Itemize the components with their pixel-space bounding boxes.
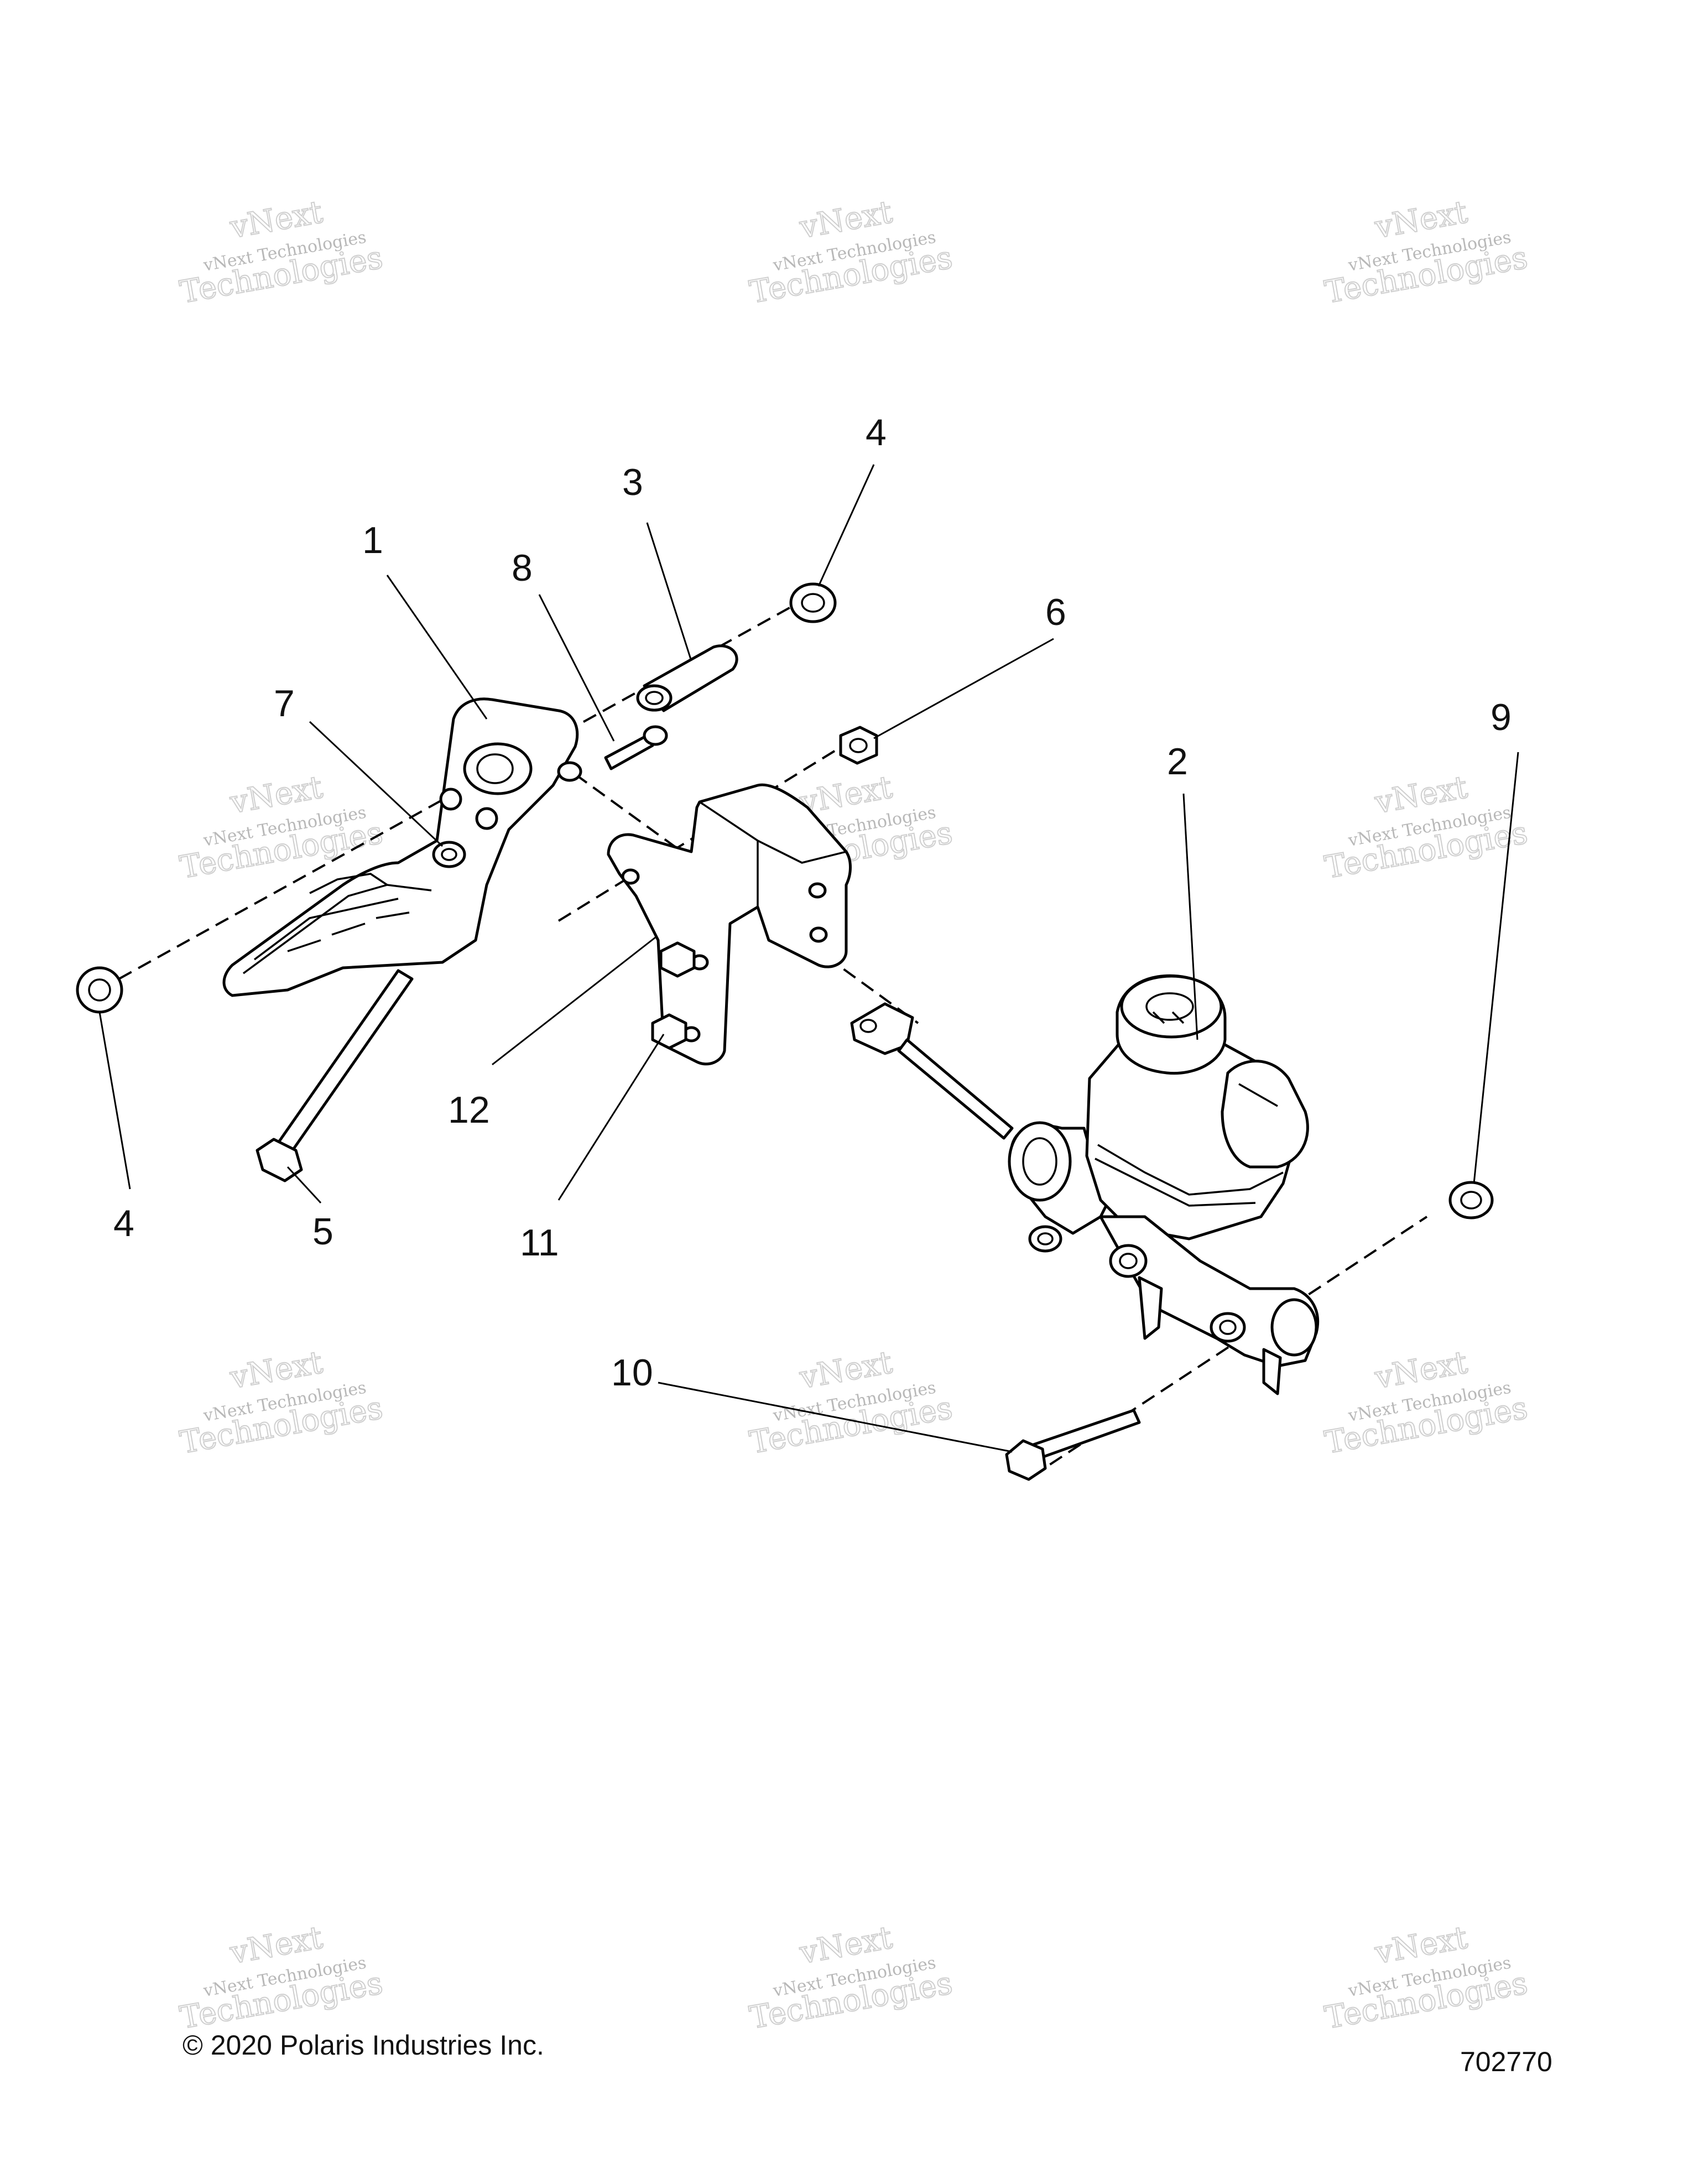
leader-12: [492, 936, 656, 1066]
watermark: vNext vNext Technologies Technologies: [1322, 1919, 1531, 2037]
callout-9: 9: [1490, 696, 1512, 738]
leader-1: [386, 575, 488, 720]
leader-7: [309, 721, 444, 847]
watermark: vNext vNext Technologies Technologies: [747, 194, 956, 311]
callout-4-top: 4: [866, 411, 887, 454]
watermark: vNext vNext Technologies Technologies: [177, 194, 386, 311]
watermark: vNext vNext Technologies Technologies: [177, 1919, 386, 2037]
callout-2: 2: [1167, 741, 1188, 783]
leader-4a: [817, 464, 875, 587]
leader-3: [646, 522, 692, 661]
bolt-part-8: [604, 725, 668, 770]
bolt-part-10: [1005, 1409, 1141, 1481]
callout-11: 11: [520, 1222, 559, 1264]
callout-1: 1: [362, 519, 383, 561]
callout-8: 8: [512, 547, 533, 589]
flange-bushing-part-top: [789, 582, 837, 623]
leader-lines: [98, 464, 1519, 1453]
leader-5: [286, 1166, 322, 1204]
watermarks: vNext vNext Technologies Technologies vN…: [177, 194, 1531, 2037]
nut-part-7: [432, 841, 466, 868]
bolt-part-5: [256, 969, 414, 1182]
callout-4-left: 4: [113, 1202, 134, 1244]
leader-6: [873, 638, 1054, 739]
leader-11: [557, 1034, 665, 1201]
watermark: vNext vNext Technologies Technologies: [1322, 1344, 1531, 1462]
master-cylinder-part: [850, 974, 1320, 1395]
watermark: vNext vNext Technologies Technologies: [1322, 769, 1531, 887]
callout-6: 6: [1045, 591, 1066, 633]
leader-2: [1182, 793, 1198, 1040]
callout-5: 5: [312, 1211, 333, 1253]
callout-10: 10: [611, 1352, 653, 1394]
callouts: 1 2 3 4 4 5 6 7 8 9 10 11 12: [113, 411, 1512, 1394]
watermark: vNext vNext Technologies Technologies: [1322, 194, 1531, 311]
leader-4b: [98, 1012, 131, 1190]
watermark: vNext vNext Technologies Technologies: [177, 769, 386, 887]
watermark: vNext vNext Technologies Technologies: [747, 1344, 956, 1462]
watermark: vNext vNext Technologies Technologies: [747, 1919, 956, 2037]
copyright-text: © 2020 Polaris Industries Inc.: [183, 2030, 544, 2061]
callout-12: 12: [448, 1089, 490, 1131]
leader-10: [658, 1382, 1013, 1453]
callout-7: 7: [274, 682, 295, 724]
flange-bushing-part-left: [76, 966, 123, 1014]
callout-3: 3: [622, 461, 643, 503]
leader-9: [1473, 752, 1519, 1184]
watermark: vNext vNext Technologies Technologies: [177, 1344, 386, 1462]
figure-number: 702770: [1460, 2046, 1552, 2077]
mounting-bracket-part: [607, 783, 852, 1066]
brake-pedal-part: [222, 697, 582, 997]
bushing-part: [636, 644, 738, 712]
leader-8: [538, 594, 615, 742]
nut-part-6: [839, 726, 878, 765]
flange-nut-part-9: [1448, 1181, 1494, 1219]
